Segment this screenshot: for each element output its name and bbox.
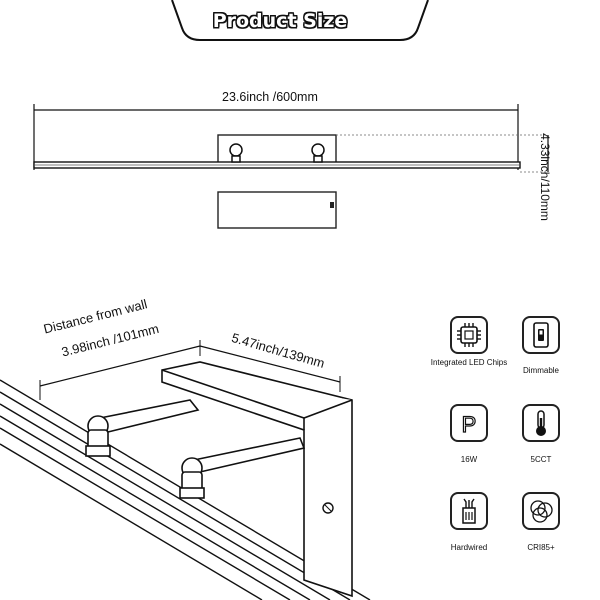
banner-frame: [171, 0, 429, 41]
feature-label: Dimmable: [522, 366, 559, 375]
height-dimension: 4.33inch/110mm: [538, 133, 552, 221]
front-view-drawing: [33, 104, 549, 229]
length-dimension: 23.6inch /600mm: [222, 90, 318, 104]
integrated-led-chip-icon: [450, 316, 488, 354]
feature-label: 5CCT: [530, 455, 552, 464]
power-p-icon: P: [450, 404, 488, 442]
hardwired-icon: [450, 492, 488, 530]
dimmable-switch-icon: [522, 316, 560, 354]
side-view-drawing: [0, 340, 371, 600]
feature-label: Hardwired: [450, 543, 488, 552]
color-circles-icon: [522, 492, 560, 530]
svg-text:P: P: [462, 412, 477, 437]
feature-label: 16W: [460, 455, 478, 464]
thermometer-icon: [522, 404, 560, 442]
feature-label: Integrated LED Chips: [430, 358, 508, 367]
feature-label: CRI85+: [527, 543, 555, 552]
banner-title: Product Size: [212, 10, 348, 32]
